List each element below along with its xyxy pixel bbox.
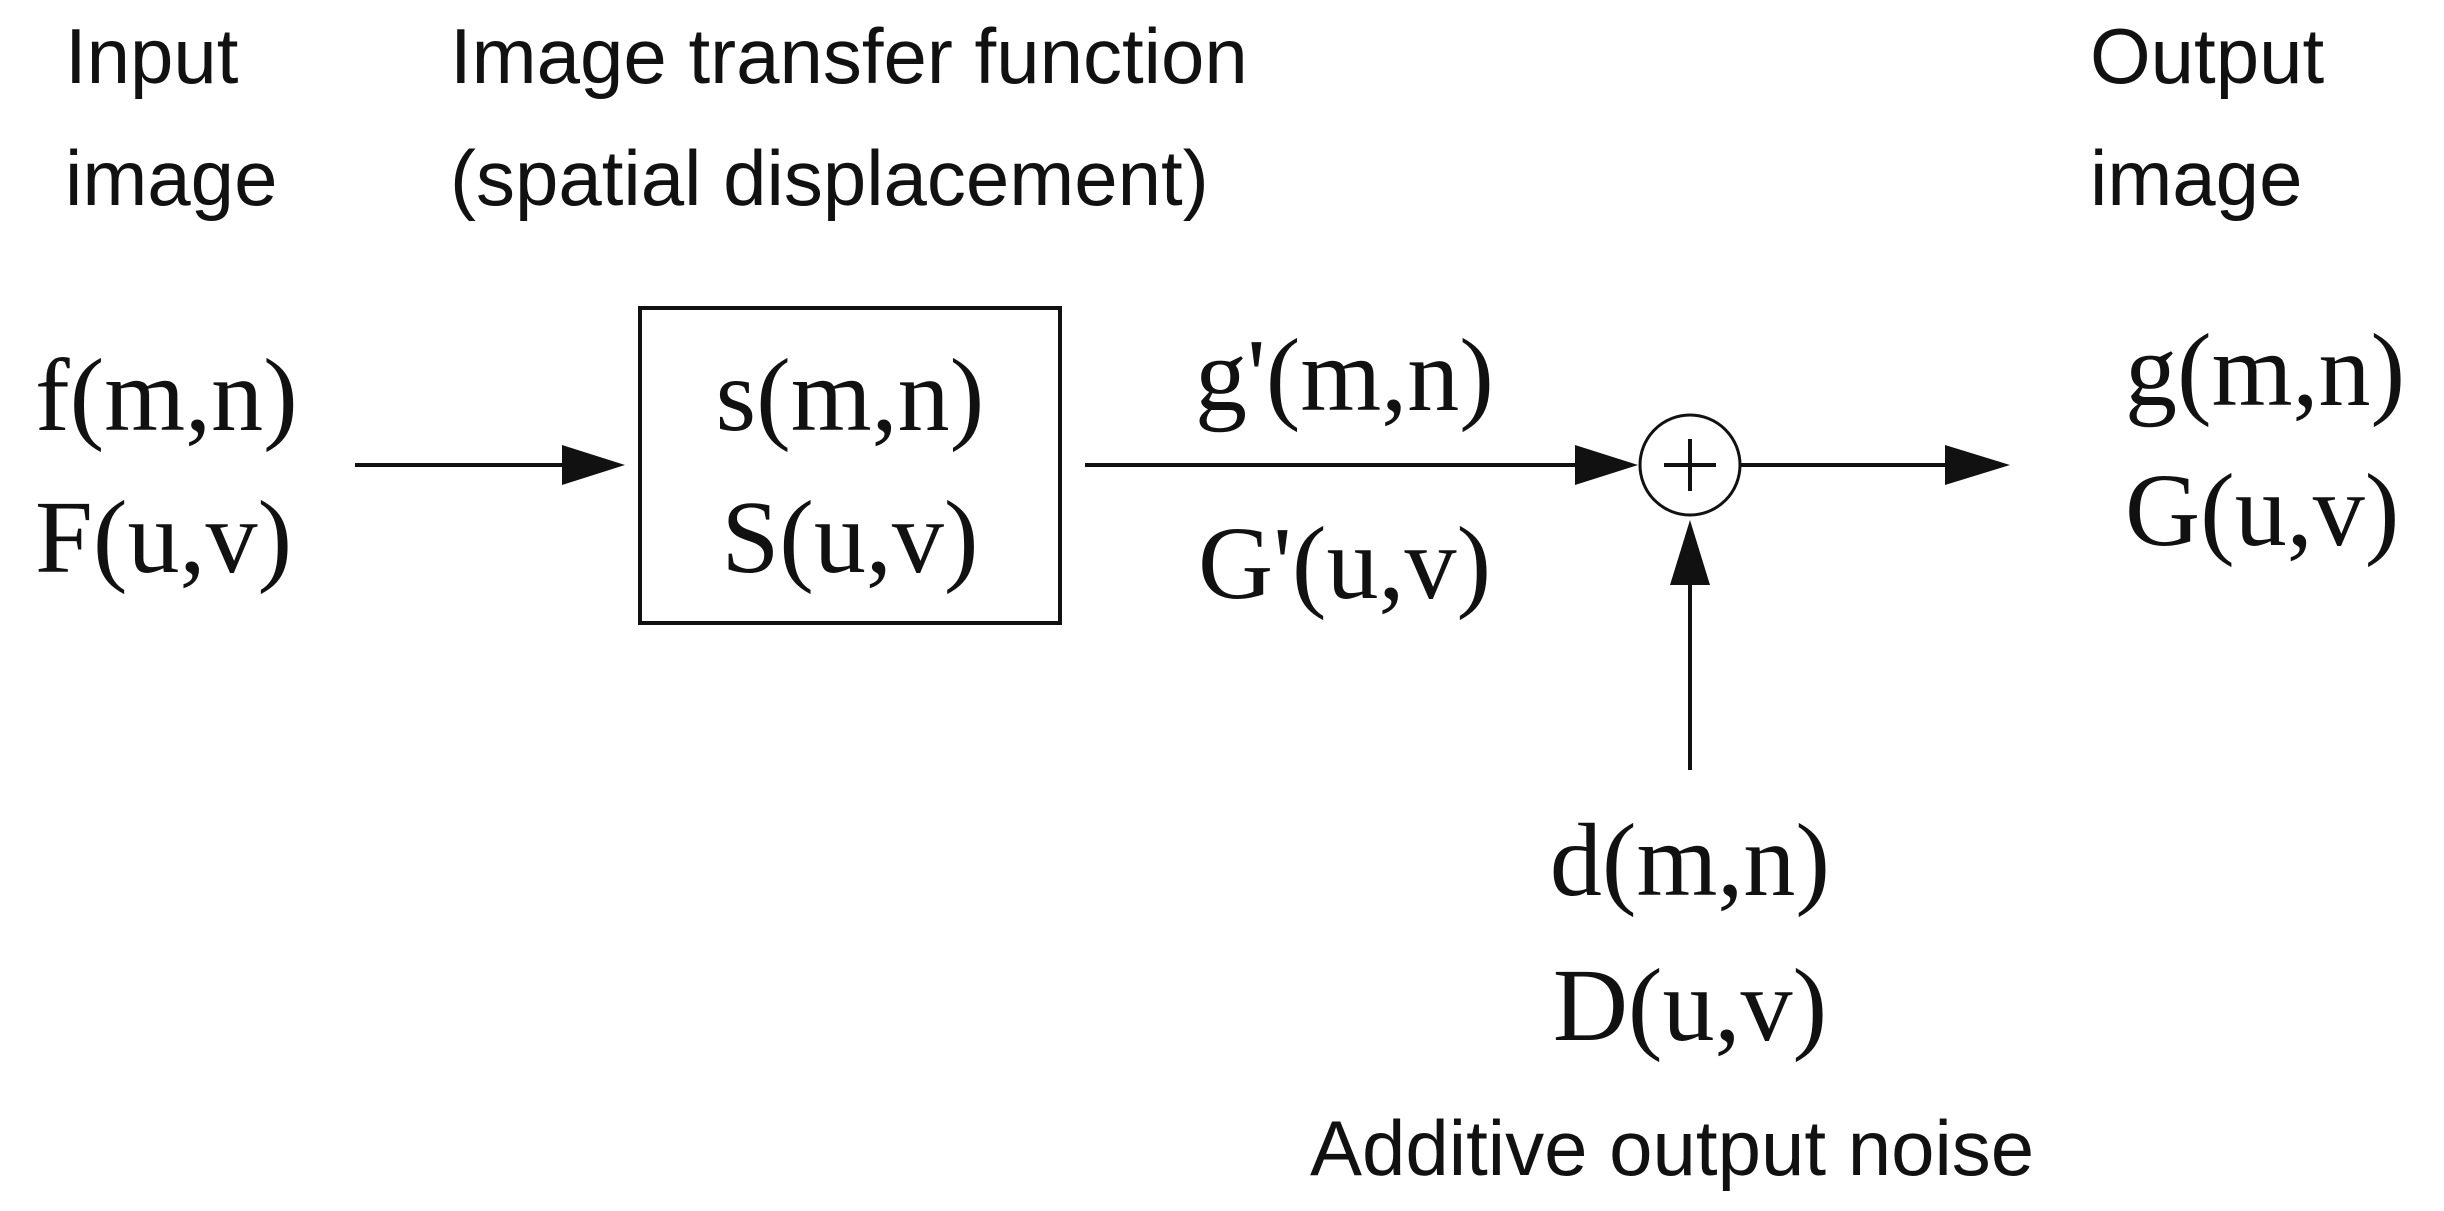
intermediate-signal: g'(m,n) (1195, 318, 1494, 433)
transfer-caption-line-2: (spatial displacement) (450, 134, 1209, 222)
noise-signal: d(m,n) (1550, 803, 1830, 918)
output-caption-line-2: image (2090, 134, 2302, 222)
noise-spectrum: D(u,v) (1553, 948, 1827, 1063)
arrow-input-to-transfer (355, 445, 625, 485)
arrow-sum-to-output (1740, 445, 2010, 485)
input-spectrum: F(u,v) (35, 480, 292, 595)
intermediate-spectrum: G'(u,v) (1198, 506, 1491, 621)
summing-junction (1638, 413, 1742, 517)
input-caption-line-1: Input (65, 12, 239, 100)
arrow-noise-to-sum (1670, 520, 1710, 770)
input-caption-line-2: image (65, 134, 277, 222)
input-signal: f(m,n) (35, 338, 298, 453)
output-caption-line-1: Output (2090, 12, 2324, 100)
transfer-caption-line-1: Image transfer function (450, 12, 1248, 100)
transfer-spectrum: S(u,v) (721, 480, 978, 595)
noise-caption: Additive output noise (1310, 1104, 2034, 1192)
arrow-transfer-to-sum (1085, 445, 1638, 485)
output-signal: g(m,n) (2125, 313, 2405, 428)
transfer-function-block (638, 306, 1062, 625)
output-spectrum: G(u,v) (2125, 453, 2399, 568)
transfer-signal: s(m,n) (716, 338, 985, 453)
